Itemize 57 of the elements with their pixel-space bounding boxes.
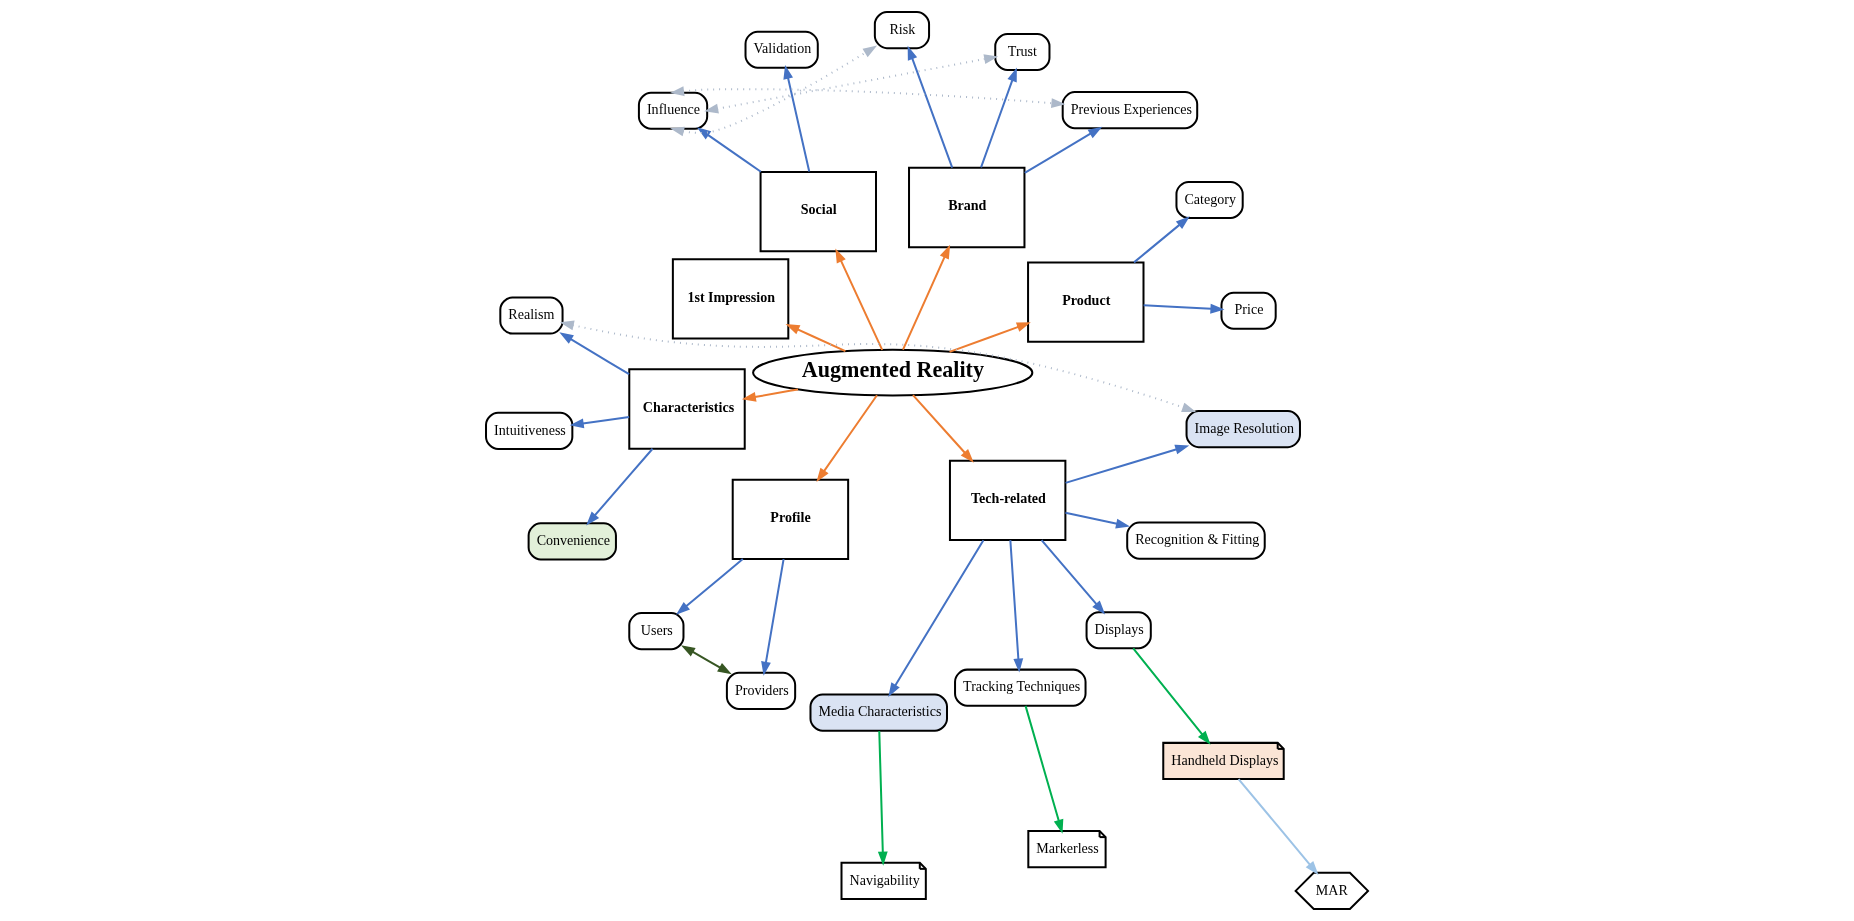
arrow xyxy=(1024,705,1064,834)
arrow xyxy=(1133,216,1190,264)
node-box: Category xyxy=(1175,180,1244,220)
node-box: Social xyxy=(759,170,877,253)
node-box: Realism xyxy=(499,296,564,335)
node-box: Price xyxy=(1220,291,1277,330)
arrow xyxy=(696,127,762,173)
arrow xyxy=(676,558,744,615)
arrow xyxy=(569,416,630,429)
arrow xyxy=(559,332,630,376)
arrow xyxy=(704,54,999,114)
node-box: Recognition & Fitting xyxy=(1126,521,1266,560)
arrow xyxy=(783,64,811,172)
arrow xyxy=(912,394,974,463)
node-box: Risk xyxy=(873,11,931,50)
arrow xyxy=(1065,444,1190,484)
arrow xyxy=(1143,303,1225,314)
node-box: Trust xyxy=(994,32,1051,72)
arrow xyxy=(680,645,732,675)
node-box: Influence xyxy=(637,91,709,130)
node-box: Intuitiveness xyxy=(485,411,574,450)
arrow xyxy=(1065,511,1131,529)
arrow xyxy=(1132,647,1211,745)
node-box: Validation xyxy=(744,30,819,69)
node-box: Image Resolution xyxy=(1185,410,1301,449)
arrow xyxy=(877,730,888,866)
node-box: Providers xyxy=(725,671,797,710)
arrow xyxy=(888,539,985,697)
arrow xyxy=(670,45,878,137)
arrow xyxy=(670,86,1066,109)
node-box: Tracking Techniques xyxy=(954,668,1087,707)
arrow xyxy=(559,320,1197,412)
arrow xyxy=(1237,778,1319,875)
arrow xyxy=(1009,540,1024,673)
node-box: Characteristics xyxy=(628,368,746,450)
node-box: Media Characteristics xyxy=(809,693,948,732)
node-box: Previous Experiences xyxy=(1061,91,1199,130)
node-box: 1st Impression xyxy=(671,258,790,340)
node-box: Tech-related xyxy=(948,459,1067,542)
arrow xyxy=(902,244,951,351)
node-box: Displays xyxy=(1085,611,1152,650)
arrow xyxy=(586,448,654,526)
arrow xyxy=(1024,126,1103,174)
arrow xyxy=(835,248,884,351)
node-box: Users xyxy=(628,612,685,651)
arrow xyxy=(761,558,785,676)
node-box: Convenience xyxy=(527,522,617,561)
arrow xyxy=(949,322,1031,353)
node-box: Brand xyxy=(908,166,1026,249)
arrow xyxy=(816,394,878,483)
arrow xyxy=(980,67,1017,168)
arrow xyxy=(741,388,799,402)
arrow xyxy=(785,323,846,353)
arrow xyxy=(907,45,954,169)
arrow xyxy=(1040,539,1106,615)
node-box: Product xyxy=(1027,261,1145,343)
node-box: Profile xyxy=(731,478,850,560)
